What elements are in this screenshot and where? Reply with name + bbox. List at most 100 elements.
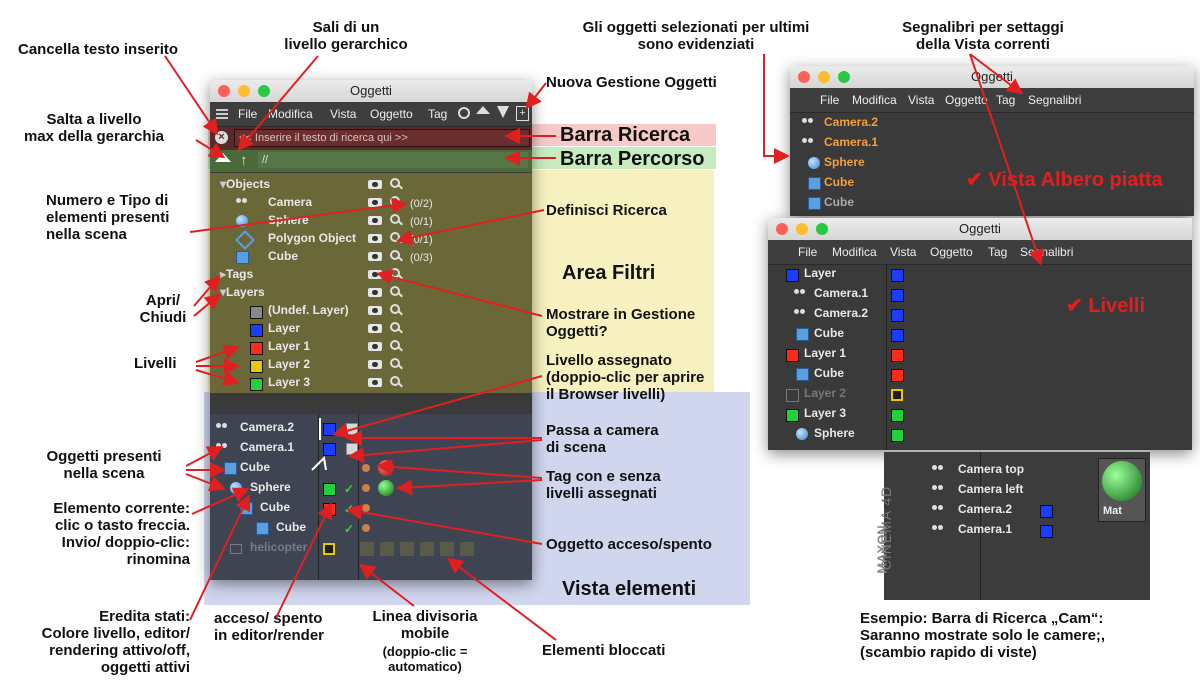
- search-input[interactable]: << Inserire il testo di ricerca qui >>: [234, 129, 530, 147]
- close-window-button[interactable]: [798, 71, 810, 83]
- layer-swatch-blue[interactable]: [323, 443, 336, 456]
- current-element-cursor: [311, 455, 327, 471]
- define-search-icon[interactable]: [390, 286, 400, 296]
- minimize-window-button[interactable]: [818, 71, 830, 83]
- column-divider[interactable]: [318, 414, 319, 580]
- menu-tag[interactable]: Tag: [996, 93, 1016, 107]
- annotation-salta: Salta a livello max della gerarchia: [23, 111, 165, 145]
- annotation-livelli-red: ✔ Livelli: [1066, 295, 1146, 317]
- phong-tag-icon[interactable]: [362, 484, 370, 492]
- path-field[interactable]: //: [258, 152, 528, 168]
- search-icon[interactable]: [458, 107, 470, 119]
- show-toggle-icon[interactable]: [368, 216, 382, 225]
- define-search-icon[interactable]: [390, 250, 400, 260]
- zoom-window-button[interactable]: [816, 223, 828, 235]
- arrow-passa-2: [348, 439, 543, 463]
- layer-swatch-green[interactable]: [891, 409, 904, 422]
- filter-objects[interactable]: ▾Objects: [220, 177, 271, 191]
- arrow-acceso: [346, 504, 543, 545]
- window-title: Oggetti: [350, 83, 392, 98]
- layers-window: Oggetti File Modifica Vista Oggetto Tag …: [768, 218, 1192, 450]
- layer-swatch-blue[interactable]: [891, 269, 904, 282]
- menu-file[interactable]: File: [798, 245, 818, 259]
- menu-oggetto[interactable]: Oggetto: [945, 93, 988, 107]
- layer-swatch-red[interactable]: [891, 349, 904, 362]
- menu-tag[interactable]: Tag: [428, 107, 448, 121]
- show-toggle-icon[interactable]: [368, 234, 382, 243]
- layer-swatch-blue[interactable]: [1040, 525, 1053, 538]
- define-search-icon[interactable]: [390, 376, 400, 386]
- show-toggle-icon[interactable]: [368, 252, 382, 261]
- layer-swatch-blue: [250, 324, 263, 337]
- menu-oggetto[interactable]: Oggetto: [370, 107, 413, 121]
- filter-tags[interactable]: ▸Tags: [220, 267, 254, 281]
- undef-layer-swatch: [250, 306, 263, 319]
- show-toggle-icon[interactable]: [368, 180, 382, 189]
- layer-swatch-blue[interactable]: [1040, 505, 1053, 518]
- menu-vista[interactable]: Vista: [330, 107, 357, 121]
- minimize-window-button[interactable]: [238, 85, 250, 97]
- camera-icon: [794, 309, 808, 319]
- phong-tag-icon[interactable]: [362, 524, 370, 532]
- layer-swatch-yellow[interactable]: [323, 543, 335, 555]
- layer-swatch-yellow[interactable]: [891, 389, 903, 401]
- layer-swatch-red[interactable]: [891, 369, 904, 382]
- menu-vista[interactable]: Vista: [908, 93, 935, 107]
- menu-file[interactable]: File: [820, 93, 840, 107]
- material-tag-icon[interactable]: [378, 480, 394, 496]
- annotation-vista-elementi: Vista elementi: [562, 578, 697, 600]
- layer-swatch-blue[interactable]: [891, 289, 904, 302]
- enabled-check-icon[interactable]: ✓: [344, 522, 355, 536]
- phong-tag-icon[interactable]: [362, 504, 370, 512]
- home-icon[interactable]: [476, 106, 490, 114]
- layer-swatch-blue[interactable]: [891, 329, 904, 342]
- show-toggle-icon[interactable]: [368, 378, 382, 387]
- new-manager-icon[interactable]: +: [516, 106, 529, 121]
- layer-swatch-yellow: [250, 360, 263, 373]
- show-toggle-icon[interactable]: [368, 324, 382, 333]
- menu-tag[interactable]: Tag: [988, 245, 1008, 259]
- menu-modifica[interactable]: Modifica: [852, 93, 897, 107]
- define-search-icon[interactable]: [390, 178, 400, 188]
- material-sphere-icon: [1102, 461, 1142, 501]
- define-search-icon[interactable]: [390, 304, 400, 314]
- zoom-window-button[interactable]: [838, 71, 850, 83]
- arrow-nuova: [525, 82, 547, 110]
- menu-modifica[interactable]: Modifica: [832, 245, 877, 259]
- enabled-check-icon[interactable]: ✓: [344, 482, 355, 496]
- minimize-window-button[interactable]: [796, 223, 808, 235]
- up-level-icon[interactable]: ↑: [240, 152, 248, 169]
- define-search-icon[interactable]: [390, 214, 400, 224]
- clear-text-icon[interactable]: ×: [215, 131, 228, 144]
- arrow-livelli-1: [195, 344, 240, 363]
- zoom-window-button[interactable]: [258, 85, 270, 97]
- annotation-linea-sub: (doppio-clic = automatico): [382, 644, 468, 674]
- layer-swatch-blue[interactable]: [891, 309, 904, 322]
- define-search-icon[interactable]: [390, 322, 400, 332]
- annotation-apri: Apri/ Chiudi: [139, 292, 187, 326]
- close-window-button[interactable]: [776, 223, 788, 235]
- show-toggle-icon[interactable]: [368, 270, 382, 279]
- define-search-icon[interactable]: [390, 358, 400, 368]
- layer-swatch-green[interactable]: [891, 429, 904, 442]
- show-toggle-icon[interactable]: [368, 306, 382, 315]
- layer-swatch-green[interactable]: [323, 483, 336, 496]
- menu-file[interactable]: File: [238, 107, 258, 121]
- filter-layers[interactable]: ▾Layers: [220, 285, 265, 299]
- define-search-icon[interactable]: [390, 340, 400, 350]
- annotation-numero: Numero e Tipo di elementi presenti nella…: [46, 192, 170, 243]
- hamburger-icon[interactable]: [216, 109, 228, 119]
- menu-modifica[interactable]: Modifica: [268, 107, 313, 121]
- arrow-segnalibri-1: [969, 53, 1024, 95]
- menu-oggetto[interactable]: Oggetto: [930, 245, 973, 259]
- show-toggle-icon[interactable]: [368, 288, 382, 297]
- menu-segnalibri[interactable]: Segnalibri: [1028, 93, 1082, 107]
- show-toggle-icon[interactable]: [368, 360, 382, 369]
- material-thumbnail[interactable]: Mat: [1098, 458, 1146, 522]
- menu-vista[interactable]: Vista: [890, 245, 917, 259]
- show-toggle-icon[interactable]: [368, 342, 382, 351]
- show-toggle-icon[interactable]: [368, 198, 382, 207]
- phong-tag-icon[interactable]: [362, 464, 370, 472]
- filter-icon[interactable]: [497, 106, 509, 118]
- close-window-button[interactable]: [218, 85, 230, 97]
